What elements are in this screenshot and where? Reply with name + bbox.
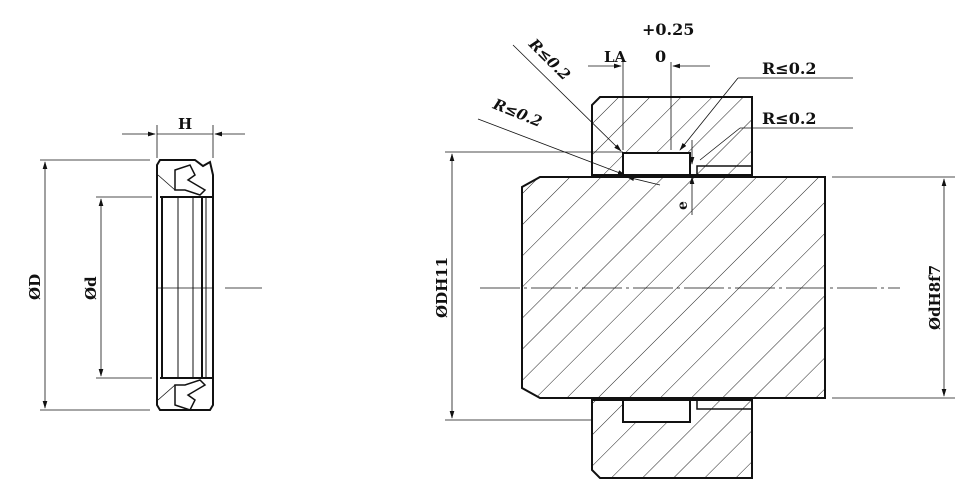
rod xyxy=(521,176,826,399)
rod-diameter-label: ØdH8f7 xyxy=(926,265,944,330)
assembly-view: ØDH11 ØdH8f7 LA +0.25 0 R≤0.2 R≤0.2 R≤0.… xyxy=(433,20,955,479)
gap-label: e xyxy=(675,201,691,210)
radius-label-2: R≤0.2 xyxy=(490,95,545,131)
groove-tolerance-lower: 0 xyxy=(655,47,666,66)
seal-outline xyxy=(156,159,214,411)
seal-lip-bottom xyxy=(174,379,207,411)
housing-bore-label: ØDH11 xyxy=(433,257,451,318)
radius-label-3: R≤0.2 xyxy=(762,59,817,78)
radius-label-1: R≤0.2 xyxy=(524,34,574,84)
groove-width-label: LA xyxy=(604,48,627,66)
seal-view: H ØD Ød xyxy=(26,115,262,411)
outer-diameter-label: ØD xyxy=(26,274,44,300)
groove-tolerance-upper: +0.25 xyxy=(642,20,694,39)
radius-label-4: R≤0.2 xyxy=(762,109,817,128)
inner-diameter-label: Ød xyxy=(82,276,100,300)
seal-lip-top xyxy=(174,164,207,196)
seal-groove xyxy=(622,152,691,176)
width-label: H xyxy=(178,115,192,133)
